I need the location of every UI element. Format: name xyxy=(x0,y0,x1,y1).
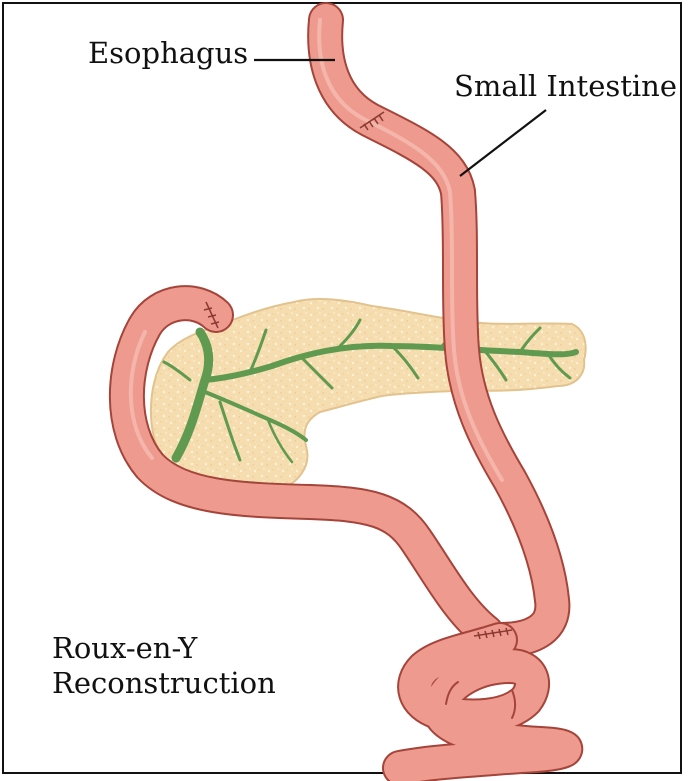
caption: Roux-en-Y Reconstruction xyxy=(52,631,276,702)
small-intestine-leader-line xyxy=(460,110,546,176)
caption-line-1: Roux-en-Y xyxy=(52,631,276,666)
small-intestine-label: Small Intestine xyxy=(454,69,677,104)
caption-line-2: Reconstruction xyxy=(52,666,276,701)
esophagus-label: Esophagus xyxy=(88,36,248,71)
common-channel xyxy=(400,640,565,768)
